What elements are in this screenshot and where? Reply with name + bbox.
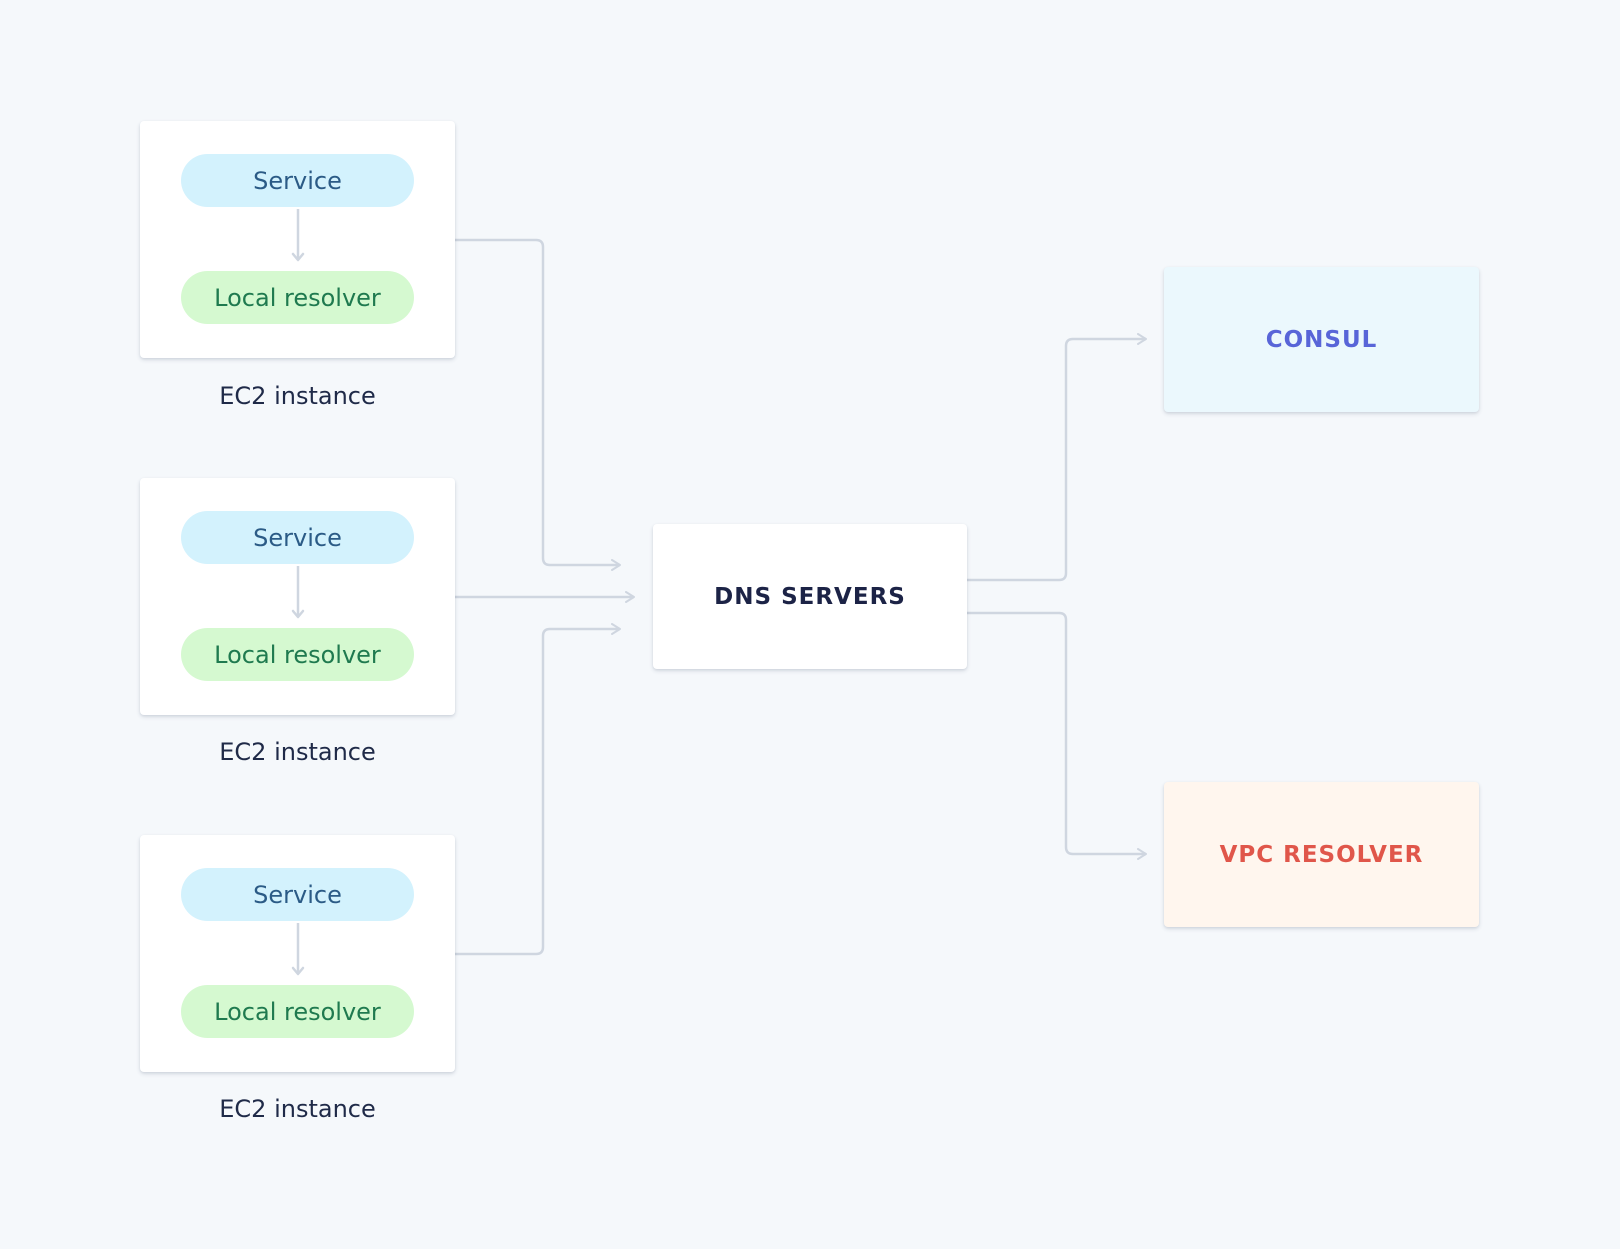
service-pill: Service	[181, 868, 414, 921]
service-to-resolver-arrow	[291, 209, 305, 262]
service-pill: Service	[181, 154, 414, 207]
connector-dns-to-consul	[967, 333, 1147, 582]
ec2-instance-caption: EC2 instance	[219, 1095, 376, 1123]
vpc-resolver-node: VPC RESOLVER	[1164, 782, 1479, 927]
connector-dns-to-vpc-resolver	[967, 611, 1147, 860]
service-pill: Service	[181, 511, 414, 564]
dns-servers-node: DNS SERVERS	[653, 524, 967, 669]
service-to-resolver-arrow	[291, 566, 305, 619]
service-to-resolver-arrow	[291, 923, 305, 976]
local-resolver-pill: Local resolver	[181, 628, 414, 681]
connector-instance-3-to-dns	[455, 623, 621, 956]
ec2-instance-caption: EC2 instance	[219, 382, 376, 410]
local-resolver-pill: Local resolver	[181, 271, 414, 324]
ec2-instance-card: Service Local resolver	[140, 121, 455, 358]
ec2-instance-card: Service Local resolver	[140, 478, 455, 715]
ec2-instance-caption: EC2 instance	[219, 738, 376, 766]
consul-node: CONSUL	[1164, 267, 1479, 412]
connector-instance-1-to-dns	[455, 238, 621, 571]
local-resolver-pill: Local resolver	[181, 985, 414, 1038]
ec2-instance-card: Service Local resolver	[140, 835, 455, 1072]
